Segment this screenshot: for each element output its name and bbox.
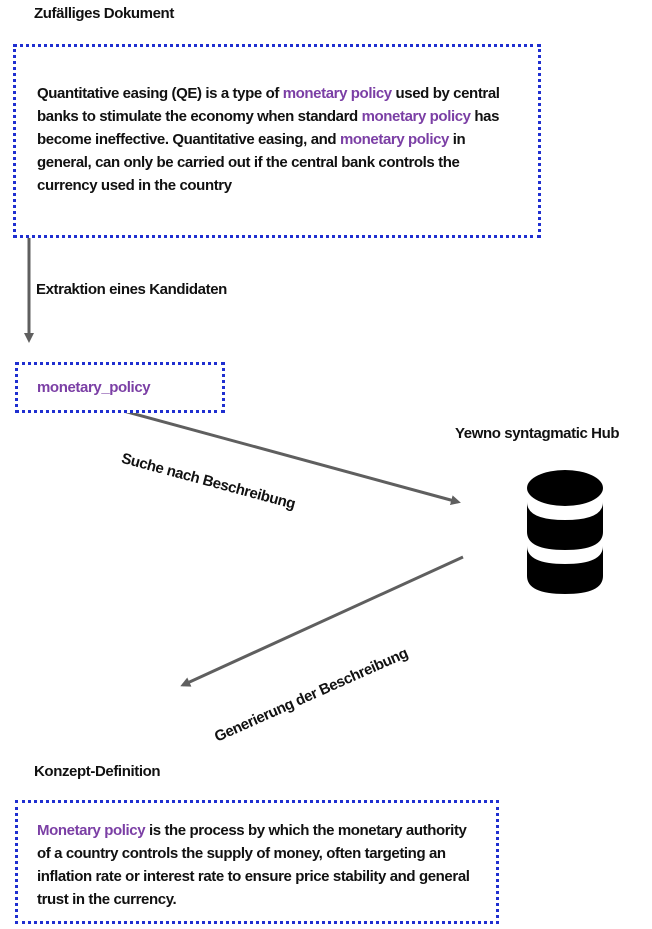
extraction-label: Extraktion eines Kandidaten [36,281,227,298]
source-document-title: Zufälliges Dokument [34,5,174,22]
definition-box: Monetary policy is the process by which … [15,800,499,924]
source-document-box: Quantitative easing (QE) is a type of mo… [13,44,541,238]
highlighted-term: Monetary policy [37,822,146,839]
text-segment: used by central banks to stimulate the e… [37,85,500,125]
highlighted-term: monetary policy [339,131,449,148]
text-segment: in general, can only be carried out if t… [37,131,466,194]
database-icon [527,470,603,594]
highlighted-term: monetary policy [282,85,392,102]
generation-arrow [180,555,464,687]
definition-title: Konzept-Definition [34,763,161,780]
search-arrow [119,408,461,505]
text-segment: is the process by which the monetary aut… [37,822,470,908]
definition-text: Monetary policy is the process by which … [37,819,477,911]
candidate-box: monetary_policy [15,362,225,413]
text-segment: Quantitative easing (QE) is a type of [37,85,283,102]
candidate-term: monetary_policy [37,379,151,396]
text-segment: has become ineffective. Quantitative eas… [37,108,500,148]
hub-title: Yewno syntagmatic Hub [455,425,620,442]
highlighted-term: monetary policy [361,108,471,125]
source-document-text: Quantitative easing (QE) is a type of mo… [37,82,515,197]
